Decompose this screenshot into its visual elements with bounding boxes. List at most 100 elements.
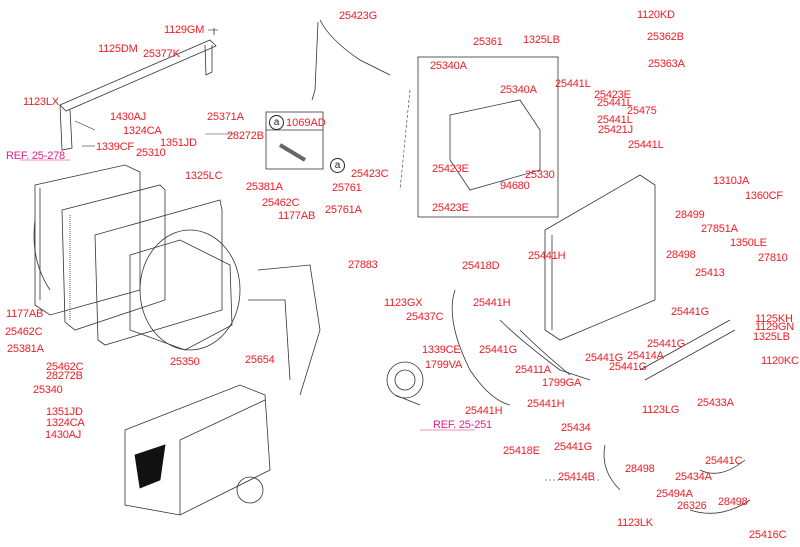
part-label[interactable]: 28499 (675, 209, 705, 221)
part-label[interactable]: 25413 (695, 267, 725, 279)
part-label[interactable]: 25441H (528, 250, 566, 262)
part-label[interactable]: 25441H (527, 398, 565, 410)
part-label[interactable]: 1351JD (160, 137, 197, 149)
part-label[interactable]: 27810 (758, 252, 788, 264)
part-label[interactable]: 25433A (697, 397, 734, 409)
part-label[interactable]: 25416C (749, 529, 787, 541)
part-label[interactable]: 1310JA (713, 175, 750, 187)
part-label[interactable]: 25475 (627, 105, 657, 117)
part-label[interactable]: 25350 (170, 356, 200, 368)
part-label[interactable]: 94680 (500, 180, 530, 192)
ref-25-251-link[interactable]: REF. 25-251 (433, 419, 492, 431)
part-label[interactable]: 25441L (555, 78, 591, 90)
part-label[interactable]: 25462C (46, 361, 84, 373)
part-label[interactable]: 25361 (473, 36, 503, 48)
part-label[interactable]: 28272B (227, 130, 264, 142)
part-label[interactable]: 27883 (348, 259, 378, 271)
part-label[interactable]: 25462C (5, 326, 43, 338)
part-label[interactable]: 25414A (627, 350, 664, 362)
part-label[interactable]: 1325LB (753, 331, 790, 343)
part-label[interactable]: 1325LC (185, 170, 223, 182)
part-label[interactable]: 1120KD (637, 9, 675, 21)
ref-25-278-link[interactable]: REF. 25-278 (6, 150, 65, 162)
part-label[interactable]: 25310 (136, 147, 166, 159)
part-label[interactable]: 1799VA (425, 359, 463, 371)
part-label[interactable]: 25441L (597, 97, 633, 109)
part-label[interactable]: 25381A (246, 181, 283, 193)
part-label[interactable]: 28498 (718, 496, 748, 508)
part-label[interactable]: 1351JD (46, 406, 83, 418)
part-label[interactable]: 1123GX (384, 297, 423, 309)
part-label[interactable]: 25441L (597, 114, 633, 126)
part-label[interactable]: 25654 (245, 354, 275, 366)
part-label[interactable]: 1325LB (523, 34, 560, 46)
part-label[interactable]: 1129GN (755, 321, 794, 333)
part-label[interactable]: 25418D (462, 260, 500, 272)
part-label[interactable]: 25411A (515, 364, 551, 376)
part-label[interactable]: 25761 (332, 182, 362, 194)
vehicle-outline (124, 384, 271, 516)
part-label[interactable]: 25494A (656, 488, 693, 500)
part-label[interactable]: 25418E (503, 445, 540, 457)
part-label[interactable]: 1123LK (617, 517, 653, 529)
part-label[interactable]: 25441G (647, 338, 685, 350)
part-label[interactable]: 25340A (500, 84, 537, 96)
part-label[interactable]: 25363A (648, 58, 685, 70)
part-label[interactable]: 25371A (207, 111, 244, 123)
part-label[interactable]: 25761A (325, 204, 362, 216)
part-label[interactable]: 26326 (677, 500, 707, 512)
part-label[interactable]: 25437C (406, 311, 444, 323)
part-label[interactable]: 25462C (262, 197, 300, 209)
part-label[interactable]: 25381A (7, 343, 44, 355)
part-label[interactable]: 25377K (143, 48, 180, 60)
part-label[interactable]: 1120KC (761, 355, 799, 367)
part-label[interactable]: 1430AJ (110, 111, 147, 123)
part-label[interactable]: 25423E (432, 202, 469, 214)
part-label[interactable]: 27851A (701, 223, 738, 235)
part-label[interactable]: 25414B (558, 471, 595, 483)
part-label-1069AD[interactable]: 1069AD (286, 117, 326, 129)
part-label[interactable]: 25362B (647, 31, 684, 43)
part-label[interactable]: 25441C (705, 455, 743, 467)
part-label[interactable]: 25423C (351, 168, 389, 180)
part-label[interactable]: 25421J (598, 124, 633, 136)
part-label[interactable]: 1123LG (642, 404, 680, 416)
bracket-25654 (248, 264, 321, 396)
part-label[interactable]: 25330 (525, 169, 555, 181)
part-label[interactable]: 25441H (473, 297, 511, 309)
part-label[interactable]: 1324CA (123, 125, 162, 137)
part-label[interactable]: 1129GM (164, 24, 205, 36)
part-label[interactable]: 25441G (671, 306, 709, 318)
part-label[interactable]: 1177AB (278, 210, 316, 222)
upper-brace-bar (59, 28, 217, 151)
part-label[interactable]: 1339CF (96, 141, 134, 153)
part-label[interactable]: 1125KH (755, 313, 793, 325)
part-label[interactable]: 25340 (33, 384, 63, 396)
part-label[interactable]: 25441G (479, 344, 517, 356)
part-label[interactable]: 25423E (432, 163, 469, 175)
part-label[interactable]: 25441L (628, 139, 664, 151)
part-label[interactable]: 1360CF (745, 190, 783, 202)
part-label[interactable]: 28272B (46, 370, 83, 382)
part-label[interactable]: 1350LE (730, 237, 767, 249)
part-label[interactable]: 1123LX (23, 96, 59, 108)
part-label[interactable]: 28498 (666, 249, 696, 261)
part-label[interactable]: 1799GA (542, 377, 582, 389)
part-label[interactable]: 1339CE (422, 344, 461, 356)
part-label[interactable]: 25434A (675, 471, 712, 483)
hoses (311, 19, 751, 514)
part-label[interactable]: 25423G (339, 10, 377, 22)
part-label[interactable]: 28498 (625, 463, 655, 475)
part-label[interactable]: 25340A (430, 60, 467, 72)
part-label[interactable]: 25441G (585, 352, 623, 364)
part-label[interactable]: 25441H (465, 405, 503, 417)
part-label[interactable]: 1125DM (98, 43, 138, 55)
part-label[interactable]: 25441G (609, 361, 647, 373)
part-label[interactable]: 1430AJ (45, 429, 82, 441)
part-label[interactable]: 1324CA (46, 417, 85, 429)
part-label[interactable]: 25423E (594, 89, 631, 101)
part-label[interactable]: 25434 (561, 422, 591, 434)
part-label[interactable]: 25441G (554, 441, 592, 453)
part-label[interactable]: 1177AB (6, 308, 44, 320)
